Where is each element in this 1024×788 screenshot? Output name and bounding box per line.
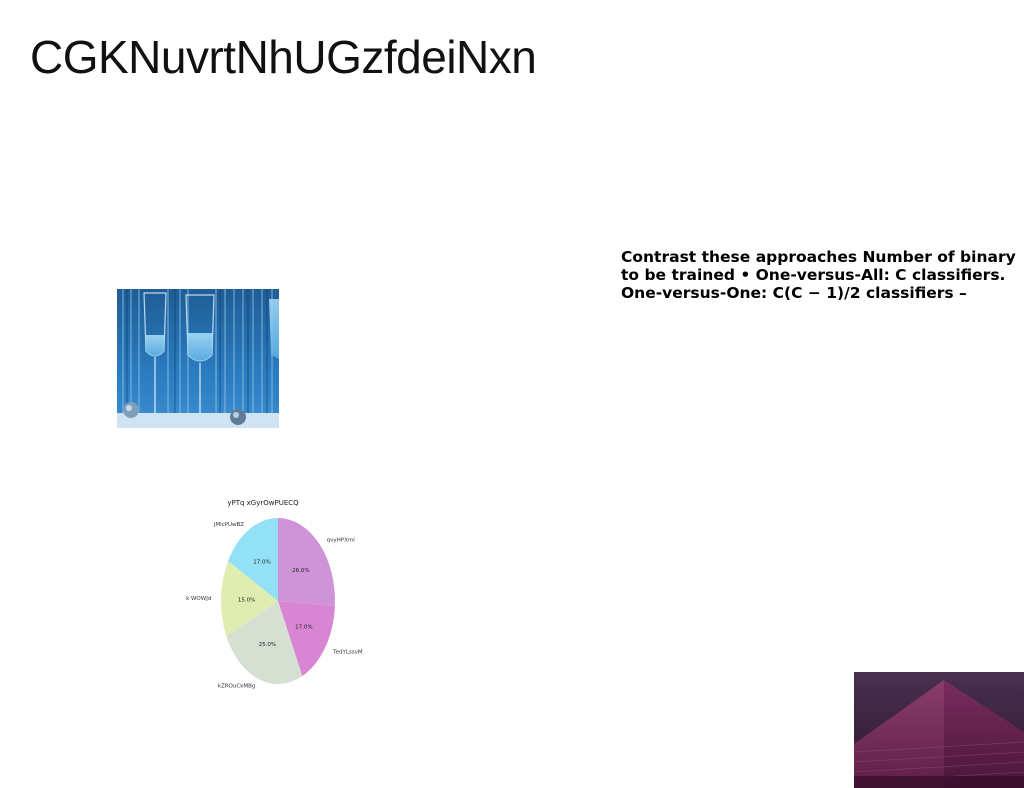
pie-value-label: 26.0% [292,568,309,574]
body-line: Contrast these approaches Number of bina… [621,248,1016,266]
body-line: to be trained • One-versus-All: C classi… [621,266,1006,284]
pie-slice [228,518,278,601]
pie-category-label: k WOWJd [186,596,211,602]
champagne-glasses-photo [117,289,279,428]
pie-category-label: jMlcPUwBZ [213,522,244,528]
slide-title: CGKNuvrtNhUGzfdeiNxn [30,31,537,83]
pyramid-photo [854,672,1024,788]
body-line: One-versus-One: C(C − 1)/2 classifiers – [621,284,967,302]
pie-slice [278,518,335,607]
pie-chart: yPTq xGyrOwPUECQ 26.0% qvyHPXml 17.0% TedYL… [180,492,370,692]
pie-category-label: kZROuCkMBg [218,683,256,689]
pie-value-label: 25.0% [259,642,276,648]
pie-slice [278,601,335,677]
chart-title: yPTq xGyrOwPUECQ [227,499,299,507]
pie-value-label: 17.0% [253,560,270,566]
pie-category-label: TedYLssvM [332,649,363,655]
pie-value-label: 17.0% [295,625,312,631]
pie-slice [226,601,303,684]
body-text: Contrast these approaches Number of bina… [621,248,1024,302]
pie-slice [221,561,278,637]
pie-value-label: 15.0% [238,598,255,604]
pie-category-label: qvyHPXml [327,538,356,544]
